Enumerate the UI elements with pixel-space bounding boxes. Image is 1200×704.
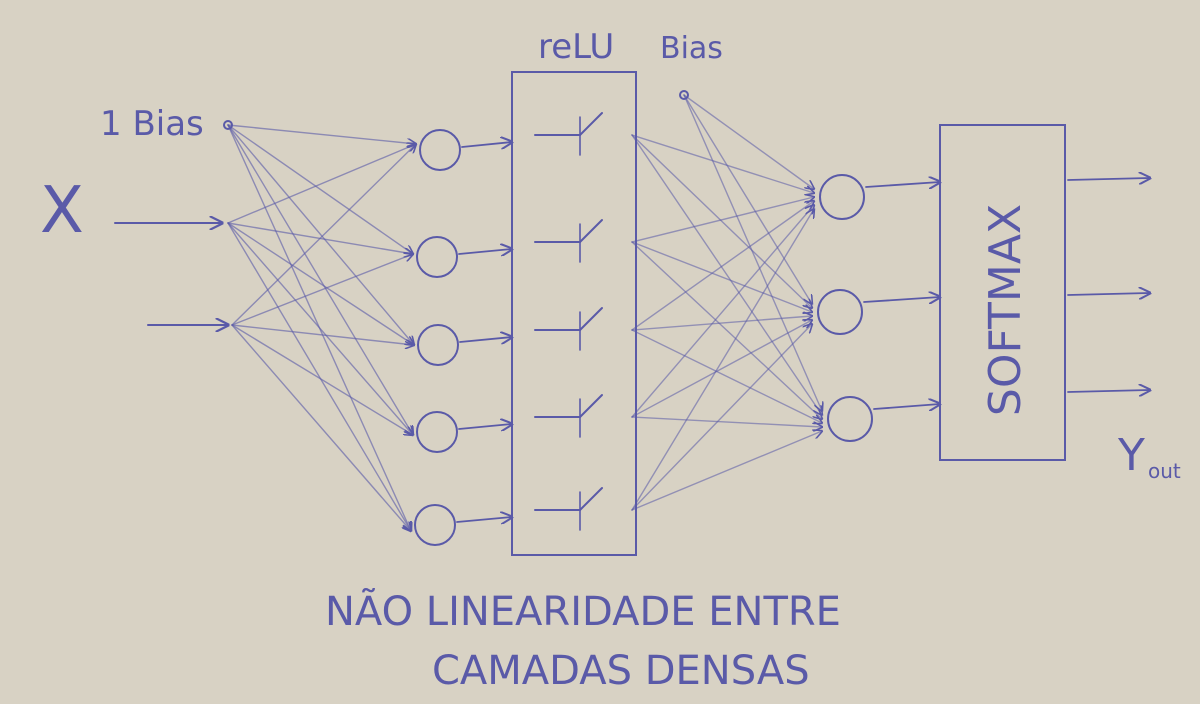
output-neuron-3	[827, 396, 873, 442]
hidden-to-relu-arrow-5	[456, 517, 512, 522]
dense2-connection-1-2	[683, 94, 812, 304]
softmax-output-arrow-1	[1067, 178, 1150, 180]
dense2-connection-2-1	[631, 134, 814, 193]
softmax-output-arrow-3	[1067, 390, 1150, 392]
dense2-connection-3-3	[631, 241, 822, 419]
hidden-neuron-3	[417, 324, 459, 366]
relu-glyph-slope-1	[579, 112, 603, 136]
dense2-connection-6-1	[631, 209, 814, 511]
dense1-connection-2-4	[227, 222, 413, 435]
dense2-connection-5-1	[631, 205, 814, 418]
dense1-connection-1-4	[227, 124, 413, 435]
dense1-connection-3-3	[231, 324, 414, 345]
hidden-bias-label: Bias	[660, 31, 723, 66]
dense2-connection-4-2	[631, 316, 812, 331]
dense1-connection-1-2	[227, 124, 413, 254]
hidden-neuron-2	[416, 236, 458, 278]
dense2-connection-6-2	[631, 324, 812, 511]
dense2-connection-4-1	[631, 201, 814, 331]
relu-glyph-slope-4	[579, 394, 603, 418]
caption-line-1: NÃO LINEARIDADE ENTRE	[325, 587, 841, 635]
dense2-connection-4-3	[631, 329, 822, 423]
output-y-label: Y	[1117, 430, 1145, 481]
relu-glyph-slope-2	[579, 219, 603, 243]
connection-lines	[227, 94, 822, 531]
dense1-connection-2-1	[227, 144, 416, 224]
caption-line-2: CAMADAS DENSAS	[432, 648, 810, 694]
hidden-neuron-4	[416, 411, 458, 453]
hidden-to-relu-arrow-4	[458, 424, 512, 429]
hidden-bias-node	[679, 90, 689, 100]
dense1-connection-3-2	[231, 254, 413, 326]
input-bias-label: 1 Bias	[100, 104, 204, 144]
hidden-to-relu-arrow-1	[461, 142, 512, 147]
input-bias-node	[223, 120, 233, 130]
dense2-connection-5-3	[631, 416, 822, 427]
hidden-to-relu-arrow-3	[459, 337, 512, 342]
dense2-connection-2-3	[631, 134, 822, 415]
output-to-softmax-arrow-2	[863, 297, 940, 302]
dense2-connection-5-2	[631, 320, 812, 418]
relu-glyph-slope-3	[579, 307, 603, 331]
hidden-neuron-1	[419, 129, 461, 171]
dense1-connection-2-3	[227, 222, 414, 345]
network-shapes	[114, 71, 1150, 556]
output-to-softmax-arrow-1	[865, 182, 940, 187]
dense1-connection-3-4	[231, 324, 413, 435]
softmax-label: SOFTMAX	[980, 204, 1031, 416]
output-neuron-2	[817, 289, 863, 335]
dense2-connection-6-3	[631, 431, 822, 511]
dense1-connection-3-1	[231, 144, 416, 326]
output-neuron-1	[819, 174, 865, 220]
dense2-connection-1-1	[683, 94, 814, 189]
input-x-label: X	[40, 174, 84, 248]
softmax-output-arrow-2	[1067, 293, 1150, 295]
output-to-softmax-arrow-3	[873, 404, 940, 409]
output-subscript: out	[1148, 459, 1181, 483]
dense1-connection-2-5	[227, 222, 411, 531]
hidden-neuron-5	[414, 504, 456, 546]
relu-glyph-slope-5	[579, 487, 603, 511]
dense1-connection-1-3	[227, 124, 414, 345]
dense2-connection-2-2	[631, 134, 812, 308]
dense2-connection-1-3	[683, 94, 822, 411]
dense1-connection-3-5	[231, 324, 411, 531]
dense2-connection-3-1	[631, 197, 814, 243]
hidden-to-relu-arrow-2	[458, 249, 512, 254]
relu-label: reLU	[538, 27, 614, 67]
dense1-connection-1-1	[227, 124, 416, 144]
dense2-connection-3-2	[631, 241, 812, 312]
relu-box	[511, 71, 637, 556]
